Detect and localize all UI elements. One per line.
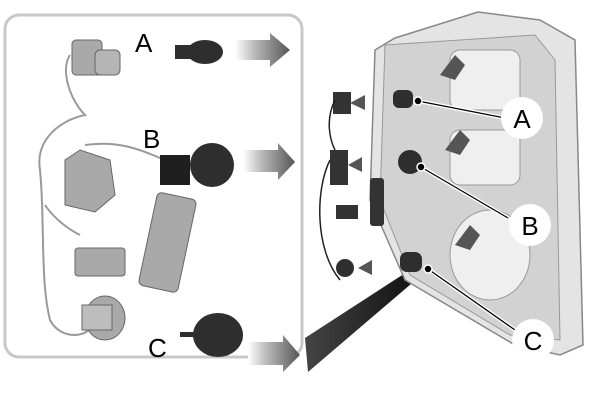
harness-connector [138, 192, 197, 293]
harness-connector [370, 178, 384, 226]
arrow-up-icon [440, 55, 465, 80]
arrow-up-icon [455, 225, 480, 250]
bulb-c [180, 313, 243, 357]
detail-frame [3, 13, 304, 359]
tail-lamp-housing [319, 11, 584, 356]
wire [319, 99, 341, 281]
bulb-b [160, 143, 234, 187]
bulb-reflector [449, 49, 521, 111]
socket-c-removed [336, 259, 354, 277]
svg-text:A: A [513, 104, 531, 134]
callout-a: A [413, 96, 543, 139]
wire [84, 142, 166, 161]
svg-text:B: B [521, 211, 538, 241]
socket-b-removed [330, 150, 348, 185]
bulb-a-installed [393, 90, 413, 108]
connector [74, 247, 126, 277]
label-c: C [148, 333, 167, 363]
socket-a [71, 39, 121, 76]
socket-c [81, 295, 126, 341]
arrow-up-icon [445, 130, 470, 155]
socket-a-removed [333, 92, 351, 114]
detail-panel: A B C [3, 13, 304, 372]
arrow-right-icon [235, 33, 290, 67]
arrow-right-icon [248, 335, 300, 372]
bulb-a [175, 40, 223, 64]
arrow-right-icon [243, 143, 295, 180]
wire [44, 204, 81, 236]
svg-text:C: C [524, 326, 543, 356]
bulb-b-installed [398, 150, 422, 174]
bulb-c-installed [400, 252, 422, 272]
label-b: B [143, 124, 160, 154]
connector [336, 205, 358, 219]
socket-b [64, 149, 116, 213]
arrow-left-icon [348, 95, 372, 275]
wiring-harness [38, 54, 96, 336]
zoom-wedge [305, 270, 418, 372]
callout-c: C [423, 264, 554, 361]
label-a: A [135, 28, 153, 58]
callout-b: B [416, 162, 551, 246]
